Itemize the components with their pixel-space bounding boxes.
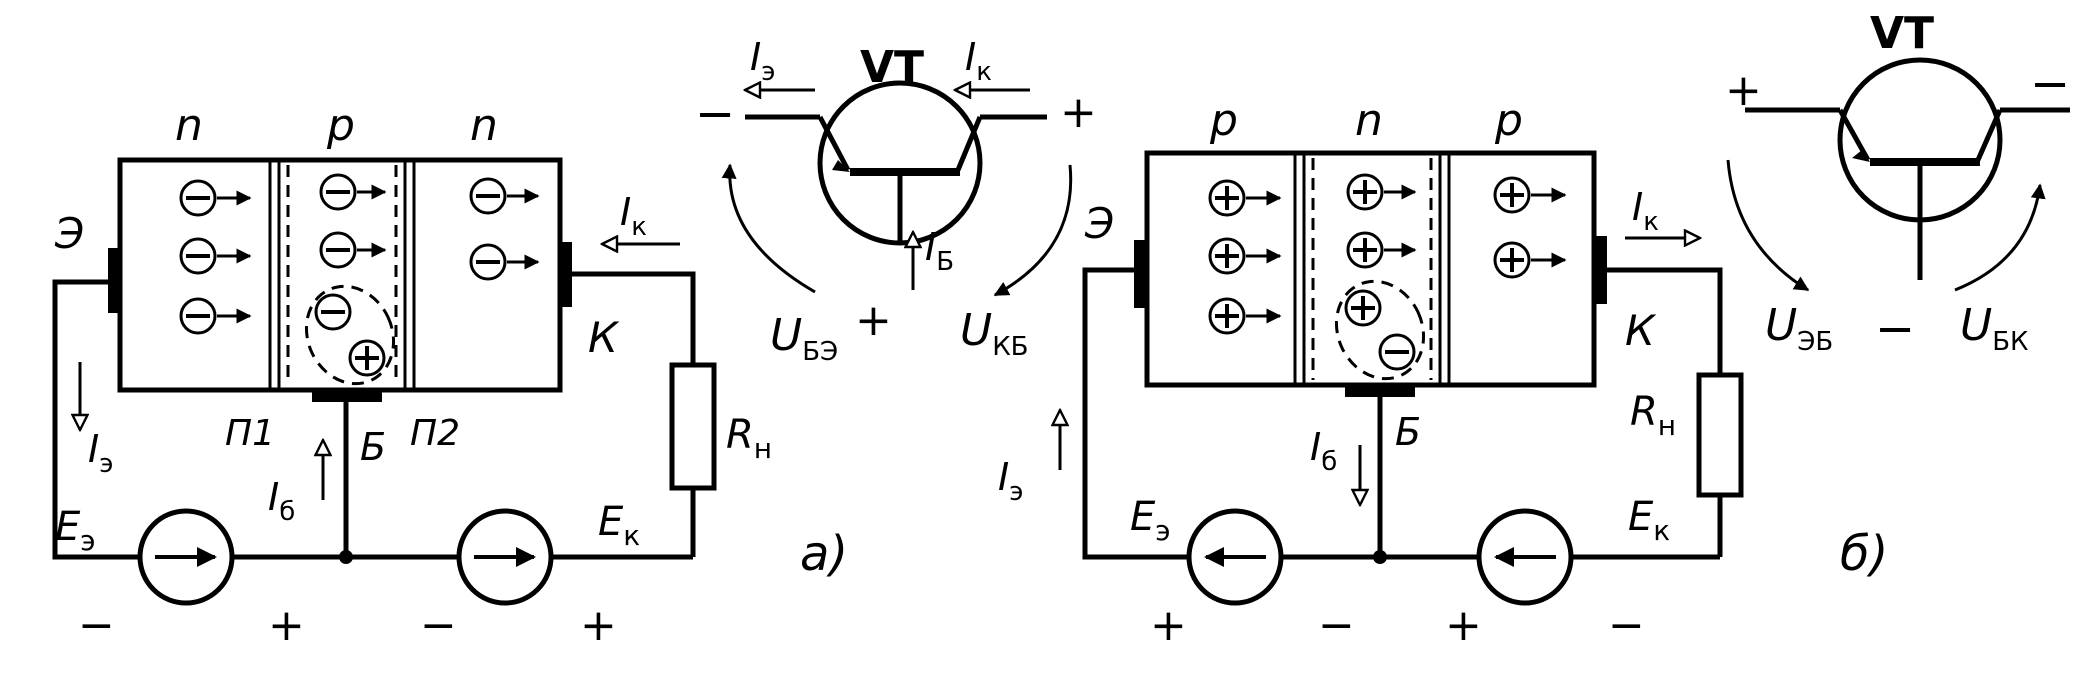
polarity-sign: − [1608, 600, 1645, 651]
region-label-n-right: n [470, 100, 498, 151]
polarity-sign: + [1150, 600, 1187, 651]
region-label-n: n [1355, 95, 1383, 146]
collector-label-b: К [1625, 306, 1657, 355]
collector-source-label-a: Eк [598, 499, 640, 552]
emitter-label-a: Э [54, 209, 84, 258]
junction-b2 [1429, 153, 1451, 385]
voltage-label-bk: UБК [1960, 300, 2029, 357]
voltage-label-be: UБЭ [770, 310, 838, 367]
carrier-hole [1493, 241, 1567, 279]
region-label-p-left: p [1209, 95, 1238, 146]
symbol-sign-base-a: + [855, 295, 892, 346]
base-current-label-b: Iб [1310, 425, 1337, 477]
carriers-a [179, 173, 540, 386]
junction-p2 [394, 160, 416, 390]
junction-label-p1: П1 [225, 413, 275, 454]
circuit-b: p n p R [998, 95, 1888, 651]
symbol-sign-left-a: − [695, 86, 735, 142]
collector-current-label-b: Iк [1632, 185, 1659, 237]
polarity-sign: − [420, 600, 457, 651]
voltage-arc-eb [1726, 159, 1810, 292]
symbol-base-current: IБ [925, 225, 954, 277]
symbol-sign-right-a: + [1060, 87, 1097, 138]
load-resistor-a [669, 362, 717, 491]
emitter-source-label-a: Eэ [55, 504, 96, 557]
emitter-label-b: Э [1084, 199, 1114, 248]
emitter-source-a [137, 508, 235, 606]
collector-source-a [456, 508, 554, 606]
recombination-pair [1334, 279, 1426, 381]
junction-label-p2: П2 [410, 413, 460, 454]
base-label-a: Б [360, 425, 386, 469]
voltage-label-eb: UЭБ [1765, 300, 1833, 357]
emitter-current-label-b: Iэ [998, 455, 1024, 507]
carrier-electron [319, 173, 387, 211]
voltage-label-kb: UКБ [960, 305, 1029, 362]
voltage-arc-be [721, 163, 816, 294]
carrier-hole [1208, 237, 1282, 275]
carrier-hole [1346, 231, 1417, 269]
base-label-b: Б [1395, 410, 1421, 454]
transistor-symbol-b: VT + − − UЭБ UБК [1725, 8, 2070, 357]
symbol-sign-left-b: + [1725, 65, 1762, 116]
junction-p1 [268, 160, 290, 390]
caption-a: а) [800, 526, 848, 582]
caption-b: б) [1840, 526, 1888, 582]
carrier-hole [1493, 176, 1567, 214]
symbol-sign-base-b: − [1875, 301, 1915, 357]
symbol-collector-current: Iк [965, 35, 992, 87]
carrier-electron [179, 237, 252, 275]
region-label-p-right: p [1494, 95, 1523, 146]
carrier-electron [469, 243, 540, 281]
load-resistor-b [1696, 372, 1744, 498]
circuit-a: n p n [52, 100, 848, 651]
polarity-sign: − [78, 600, 115, 651]
symbol-sign-right-b: − [2030, 56, 2070, 112]
wiring-b [1082, 267, 1723, 560]
region-label-p: p [326, 100, 355, 151]
carrier-electron [179, 297, 252, 335]
junction-dot [1373, 550, 1387, 564]
junction-b1 [1293, 153, 1315, 385]
load-label-b: Rн [1630, 389, 1676, 442]
polarity-sign: + [1445, 600, 1482, 651]
carrier-hole [1208, 179, 1282, 217]
emitter-contact [108, 248, 122, 313]
carrier-electron [319, 231, 387, 269]
polarity-sign: − [1318, 600, 1355, 651]
symbol-emitter-current: Iэ [750, 35, 776, 87]
symbol-name-b: VT [1870, 8, 1934, 59]
carrier-hole [1208, 297, 1282, 335]
region-label-n-left: n [175, 100, 203, 151]
carriers-b [1208, 173, 1567, 381]
emitter-contact [1134, 240, 1148, 308]
emitter-source-b [1186, 508, 1284, 606]
collector-source-b [1476, 508, 1574, 606]
emitter-current-label-a: Iэ [88, 427, 114, 479]
base-contact [312, 388, 382, 402]
carrier-electron [469, 177, 540, 215]
symbol-name-a: VT [860, 42, 924, 93]
voltage-arc-bk [1954, 183, 2046, 292]
carrier-hole [1346, 173, 1417, 211]
collector-current-label-a: Iк [620, 190, 647, 242]
voltage-arc-kb [993, 164, 1073, 297]
junction-dot [339, 550, 353, 564]
collector-contact [558, 242, 572, 307]
emitter-source-label-b: Eэ [1130, 494, 1171, 547]
carrier-electron [179, 179, 252, 217]
collector-label-a: К [588, 313, 620, 362]
collector-source-label-b: Eк [1628, 494, 1670, 547]
transistor-symbol-a: VT − + + Iэ Iк IБ UБЭ UКБ [695, 35, 1097, 367]
load-label-a: Rн [726, 412, 772, 465]
polarity-sign: + [580, 600, 617, 651]
recombination-pair [304, 284, 396, 386]
base-current-label-a: Iб [268, 475, 295, 527]
base-contact [1345, 383, 1415, 397]
polarity-sign: + [268, 600, 305, 651]
collector-contact [1593, 236, 1607, 304]
